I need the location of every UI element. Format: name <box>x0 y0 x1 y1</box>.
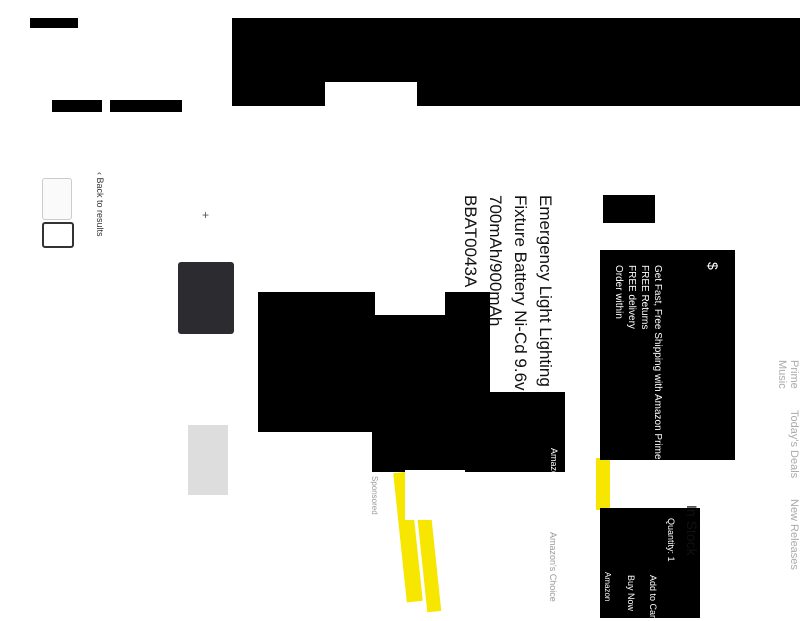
purchase-block <box>600 508 700 618</box>
product-image[interactable] <box>178 262 234 334</box>
header-logo-block[interactable] <box>30 18 78 28</box>
price-prefix: $ <box>705 262 721 270</box>
header-cart-block[interactable] <box>110 100 182 112</box>
quantity-select[interactable]: Quantity: 1 <box>666 518 676 562</box>
annotation-box <box>405 470 465 520</box>
back-to-results-link[interactable]: ‹ Back to results <box>95 172 105 237</box>
price-block <box>372 292 490 472</box>
search-box[interactable] <box>325 82 417 108</box>
product-title: Emergency Light Lighting Fixture Battery… <box>461 195 555 391</box>
nav-item-music[interactable]: Music <box>776 360 788 389</box>
product-image-alt[interactable] <box>188 425 228 495</box>
stock-status: In Stock <box>684 505 700 556</box>
features-block <box>490 392 565 472</box>
buy-now-button[interactable]: Buy Now <box>626 575 636 612</box>
nav-item-new-releases[interactable]: New Releases <box>788 499 800 570</box>
rating-block[interactable] <box>258 292 372 432</box>
delivery-block <box>600 250 735 460</box>
header-bar <box>232 18 800 106</box>
sold-by-amazon: Amazon <box>603 572 612 602</box>
stock-note <box>375 235 445 315</box>
zoom-icon: + <box>202 208 210 222</box>
thumbnail-1[interactable] <box>42 178 72 220</box>
nav-item-prime[interactable]: Prime <box>788 360 800 389</box>
highlight-mark <box>596 458 610 510</box>
thumbnail-2[interactable] <box>42 222 74 248</box>
nav-item-todays-deals[interactable]: Today's Deals <box>788 409 800 478</box>
header-account-block[interactable] <box>52 100 102 112</box>
add-to-cart-button[interactable]: Add to Cart <box>648 575 658 621</box>
sponsored-label: Sponsored <box>370 476 379 515</box>
amazons-choice-label: Amazon's Choice <box>548 532 558 602</box>
nav-bar: Prime Today's Deals New Releases Music <box>776 360 800 618</box>
delivery-info: Get Fast, Free Shipping with Amazon Prim… <box>613 265 663 460</box>
amazons-choice-badge: Amazon's Choice <box>549 448 559 518</box>
buybox-tab <box>603 195 655 223</box>
